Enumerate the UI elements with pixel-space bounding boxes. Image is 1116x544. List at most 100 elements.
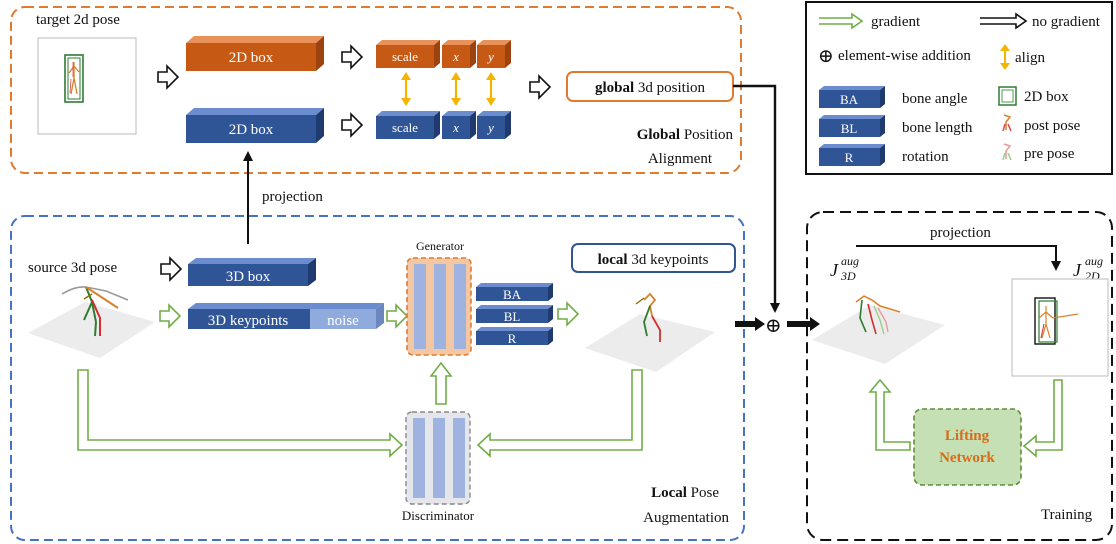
global-panel-title-line2: Alignment	[648, 151, 713, 167]
svg-text:2D box: 2D box	[229, 50, 274, 66]
svg-text:scale: scale	[392, 49, 418, 64]
training-panel-title: Training	[1041, 507, 1093, 523]
legend-2d-box-icon	[998, 86, 1017, 106]
align-arrows	[401, 72, 496, 106]
augmented-2d-pose-image	[1011, 278, 1109, 377]
lifting-network-label-1: Lifting	[945, 428, 990, 444]
hollow-arrow-blue-box-to-params	[341, 112, 364, 138]
local-3d-keypoints-label: local 3d keypoints	[598, 252, 709, 268]
keypoints-noise-block: 3D keypoints noise	[188, 303, 384, 329]
legend-gradient: gradient	[871, 14, 921, 30]
green-arrow-disc-to-gen	[429, 361, 453, 405]
green-arrow-params-to-local	[557, 301, 580, 327]
training-panel	[806, 211, 1113, 541]
svg-text:3D box: 3D box	[226, 269, 271, 285]
svg-text:BL: BL	[504, 309, 521, 324]
lifting-network-block	[913, 408, 1022, 486]
legend-ba-desc: bone angle	[902, 91, 968, 107]
legend-bl-box: BL	[819, 115, 885, 137]
svg-text:x: x	[452, 49, 459, 64]
legend-align-icon	[1000, 44, 1010, 70]
svg-text:BA: BA	[503, 287, 522, 302]
legend-pre-pose-icon	[1002, 143, 1012, 161]
training-projection-label: projection	[930, 225, 991, 241]
legend-no-gradient: no gradient	[1032, 14, 1101, 30]
legend-align: align	[1015, 50, 1045, 66]
projection-label: projection	[262, 189, 323, 205]
svg-text:y: y	[486, 120, 494, 135]
blue-scale-box: scale	[376, 111, 440, 139]
svg-text:3D: 3D	[840, 269, 856, 283]
svg-text:aug: aug	[841, 254, 859, 268]
hollow-arrow-target-to-box	[157, 64, 180, 90]
green-arrow-2d-to-lifting	[1022, 379, 1063, 458]
global-3d-position-label: global 3d position	[595, 80, 706, 96]
legend-post-pose-icon	[1002, 114, 1012, 132]
legend-post-pose: post pose	[1024, 118, 1081, 134]
svg-text:J: J	[830, 260, 839, 280]
green-arrow-source-to-disc	[77, 369, 404, 458]
green-arrow-lifting-to-3d	[868, 378, 911, 451]
svg-text:3D keypoints: 3D keypoints	[208, 313, 289, 329]
plus-to-training-arrow	[787, 317, 820, 331]
discriminator-label: Discriminator	[402, 508, 475, 523]
training-projection-arrow	[856, 245, 1061, 271]
target-2d-pose-image	[37, 37, 137, 135]
generator-label: Generator	[416, 239, 464, 253]
local-3d-pose-image	[585, 292, 715, 372]
local-panel-title: Local Pose	[651, 485, 719, 501]
generator-r-box: R	[476, 327, 553, 346]
orange-y-box: y	[477, 40, 511, 68]
legend-gradient-arrow	[819, 12, 864, 30]
j3d-aug-label: J aug 3D	[830, 254, 859, 283]
legend-element-wise: element-wise addition	[838, 48, 971, 64]
orange-scale-box: scale	[376, 40, 440, 68]
blue-3d-box: 3D box	[188, 258, 316, 286]
hollow-arrow-source-to-3dbox	[160, 256, 183, 282]
svg-text:BA: BA	[840, 92, 859, 107]
source-3d-pose-label: source 3d pose	[28, 260, 117, 276]
svg-text:x: x	[452, 120, 459, 135]
legend-2d-box: 2D box	[1024, 89, 1069, 105]
orange-2d-box: 2D box	[186, 36, 324, 71]
svg-text:scale: scale	[392, 120, 418, 135]
svg-text:R: R	[845, 150, 854, 165]
blue-y-box: y	[477, 111, 511, 139]
legend-ba-box: BA	[819, 86, 885, 108]
svg-text:noise: noise	[327, 313, 359, 329]
source-3d-pose-image	[28, 286, 155, 358]
global-to-plus-arrow	[733, 84, 780, 313]
local-panel	[10, 215, 745, 541]
blue-2d-box: 2D box	[186, 108, 324, 143]
legend-plus-icon: ⊕	[818, 46, 834, 67]
generator-block	[406, 257, 472, 356]
svg-text:BL: BL	[841, 121, 858, 136]
augmented-2d-pose-figure	[1034, 297, 1079, 345]
discriminator-block	[405, 411, 471, 505]
svg-text:y: y	[486, 49, 494, 64]
target-2d-pose-figure	[64, 54, 84, 103]
generator-ba-box: BA	[476, 283, 553, 302]
svg-text:J: J	[1073, 260, 1082, 280]
local-panel-title-line2: Augmentation	[643, 510, 729, 526]
legend-r-box: R	[819, 144, 885, 166]
hollow-arrow-orange-box-to-params	[341, 44, 364, 70]
hollow-arrow-params-to-global	[529, 74, 552, 100]
green-arrow-keypoints-to-generator	[386, 303, 409, 329]
global-panel-title: Global Position	[637, 127, 734, 143]
green-arrow-source-to-keypoints	[159, 303, 182, 329]
svg-text:2D box: 2D box	[229, 122, 274, 138]
green-arrow-local-to-disc	[476, 369, 643, 458]
augmented-3d-pose-image	[812, 295, 945, 364]
local-to-plus-arrow	[735, 317, 765, 331]
svg-text:aug: aug	[1085, 254, 1103, 268]
target-2d-pose-label: target 2d pose	[36, 12, 120, 28]
orange-x-box: x	[442, 40, 476, 68]
lifting-network-label-2: Network	[939, 450, 995, 466]
legend-bl-desc: bone length	[902, 120, 973, 136]
legend-no-gradient-arrow	[980, 12, 1028, 30]
local-3d-keypoints-box	[571, 243, 736, 273]
legend-r-desc: rotation	[902, 149, 949, 165]
global-panel	[10, 6, 742, 174]
